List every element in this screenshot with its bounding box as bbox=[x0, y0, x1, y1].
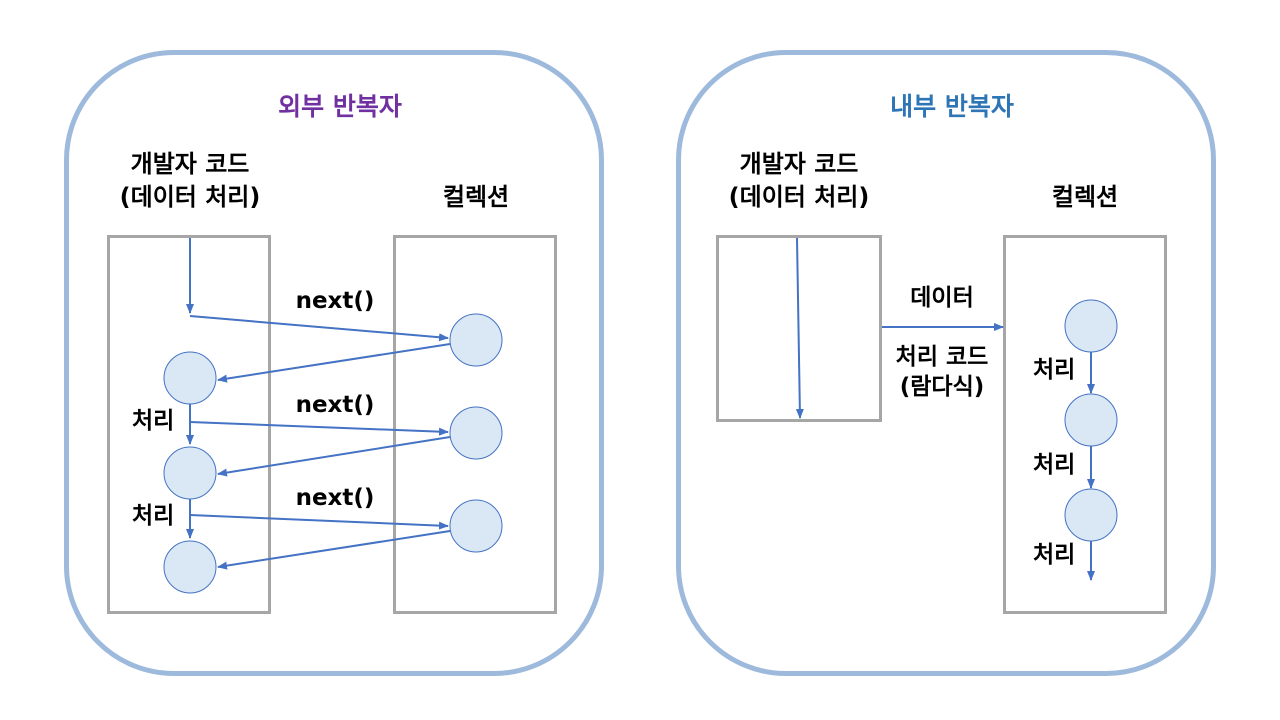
right-process-label-3: 처리 bbox=[1033, 542, 1076, 568]
right-process-code-line1: 처리 코드 bbox=[895, 344, 989, 370]
right-data-label: 데이터 bbox=[910, 285, 974, 311]
left-return-arrow-3 bbox=[217, 530, 451, 570]
left-next-label-3: next() bbox=[295, 485, 375, 511]
left-collection-node-1 bbox=[449, 313, 503, 367]
right-dev-label-line2: (데이터 처리) bbox=[728, 183, 870, 211]
right-process-code-line2: (람다식) bbox=[899, 374, 985, 400]
left-return-arrow-2 bbox=[217, 436, 451, 477]
right-collection-node-3 bbox=[1064, 488, 1118, 542]
right-collection-label: 컬렉션 bbox=[1051, 183, 1119, 211]
right-collection-node-2 bbox=[1064, 393, 1118, 447]
right-dev-label-line1: 개발자 코드 bbox=[739, 150, 859, 178]
left-next-arrow-1 bbox=[189, 315, 449, 342]
left-next-arrow-3 bbox=[189, 514, 449, 530]
left-collection-label: 컬렉션 bbox=[442, 183, 510, 211]
left-process-label-1: 처리 bbox=[132, 408, 175, 434]
left-dev-label-line2: (데이터 처리) bbox=[119, 183, 261, 211]
left-return-arrow-1 bbox=[217, 343, 451, 383]
right-dev-flow-arrow bbox=[795, 237, 804, 419]
left-next-arrow-2 bbox=[189, 421, 449, 436]
left-dev-node-1 bbox=[163, 351, 217, 405]
left-next-label-2: next() bbox=[295, 392, 375, 418]
left-next-label-1: next() bbox=[295, 288, 375, 314]
left-collection-node-3 bbox=[449, 499, 503, 553]
right-collection-node-1 bbox=[1064, 299, 1118, 353]
right-process-label-2: 처리 bbox=[1033, 452, 1076, 478]
right-process-label-1: 처리 bbox=[1033, 357, 1076, 383]
left-collection-node-2 bbox=[449, 406, 503, 460]
left-dev-node-2 bbox=[163, 446, 217, 500]
left-process-label-2: 처리 bbox=[132, 503, 175, 529]
left-dev-node-3 bbox=[163, 540, 217, 594]
external-iterator-title: 외부 반복자 bbox=[278, 92, 402, 121]
left-dev-label-line1: 개발자 코드 bbox=[130, 150, 250, 178]
internal-iterator-title: 내부 반복자 bbox=[890, 92, 1014, 121]
